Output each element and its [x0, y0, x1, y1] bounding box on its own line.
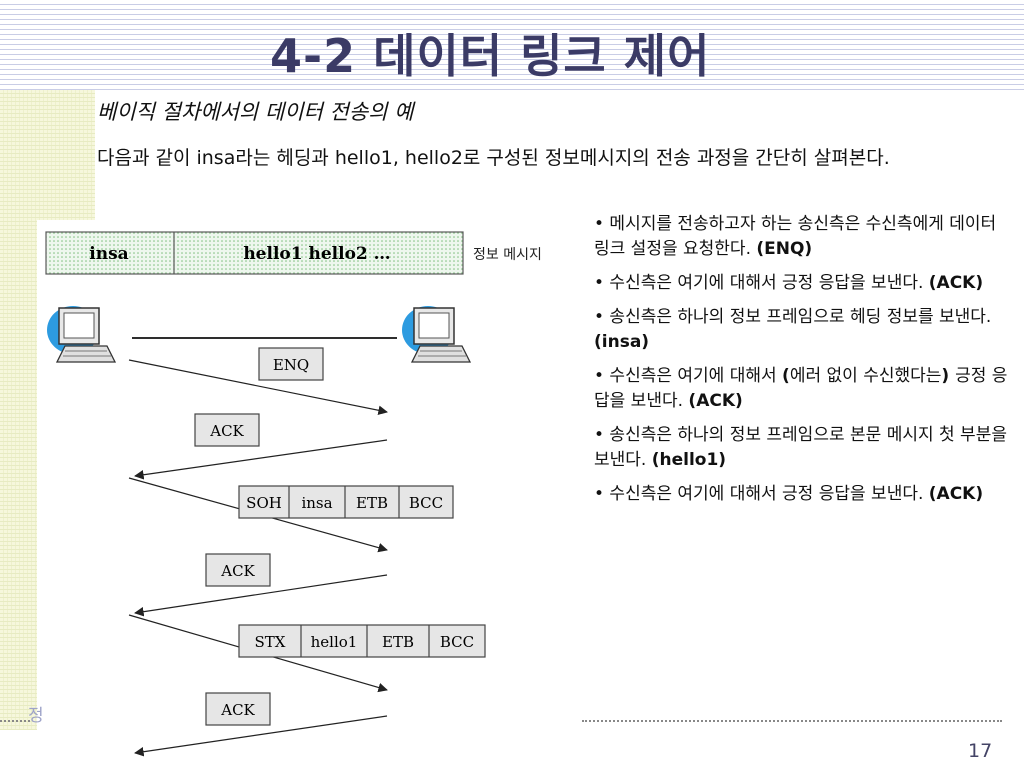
arrow-ack-1: [134, 439, 388, 480]
explanation-list: • 메시지를 전송하고자 하는 송신측은 수신측에게 데이터 링크 설정을 요청…: [594, 212, 1014, 516]
message-field-body: hello1 hello2 …: [243, 244, 390, 264]
svg-text:ACK: ACK: [220, 701, 255, 719]
bullet-6: • 수신측은 여기에 대해서 긍정 응답을 보낸다. (ACK): [594, 484, 984, 504]
frame1-bcc: BCC: [409, 494, 443, 512]
page-number: 17: [968, 740, 993, 762]
sender-computer-icon: [47, 306, 117, 363]
message-field-heading: insa: [89, 244, 128, 264]
message-label: 정보 메시지: [473, 247, 542, 263]
message-structure: insa hello1 hello2 … 정보 메시지: [45, 231, 542, 275]
frame1-soh: SOH: [246, 494, 282, 512]
receiver-computer-icon: [402, 306, 472, 363]
message-box: [45, 231, 464, 275]
bullet-4: • 수신측은 여기에 대해서 (에러 없이 수신했다는) 긍정 응답을 보낸다.…: [594, 366, 1008, 411]
slide-title: 4-2 데이터 링크 제어: [270, 29, 711, 83]
svg-text:ACK: ACK: [209, 422, 244, 440]
footer-divider: [582, 720, 1002, 722]
svg-text:ACK: ACK: [220, 562, 255, 580]
bullet-3: • 송신측은 하나의 정보 프레임으로 헤딩 정보를 보낸다. (insa): [594, 307, 992, 352]
transmission-diagram: insa hello1 hello2 … 정보 메시지: [37, 220, 577, 768]
bullet-1: • 메시지를 전송하고자 하는 송신측은 수신측에게 데이터 링크 설정을 요청…: [594, 214, 997, 259]
arrow-ack-2: [134, 574, 388, 617]
ack-box-1: ACK: [194, 413, 260, 447]
frame-body: STX hello1 ETB BCC: [238, 624, 486, 658]
footer-left-text: 정: [28, 706, 44, 726]
intro-paragraph: 다음과 같이 insa라는 헤딩과 hello1, hello2로 구성된 정보…: [97, 147, 890, 169]
header-stripes: [0, 0, 1024, 90]
frame2-text: hello1: [311, 633, 358, 651]
arrow-ack-3: [134, 715, 388, 757]
frame2-bcc: BCC: [440, 633, 474, 651]
bullet-2: • 수신측은 여기에 대해서 긍정 응답을 보낸다. (ACK): [594, 273, 984, 293]
bullet-5: • 송신측은 하나의 정보 프레임으로 본문 메시지 첫 부분을 보낸다. (h…: [594, 425, 1007, 470]
footer-divider-left: [0, 720, 30, 722]
frame-heading: SOH insa ETB BCC: [238, 485, 454, 519]
frame2-etb: ETB: [382, 633, 414, 651]
enq-box: ENQ: [258, 347, 324, 381]
ack-box-2: ACK: [205, 553, 271, 587]
ack-box-3: ACK: [205, 692, 271, 726]
frame1-etb: ETB: [356, 494, 388, 512]
frame2-stx: STX: [255, 633, 286, 651]
svg-text:ENQ: ENQ: [273, 356, 309, 374]
slide-subtitle: 베이직 절차에서의 데이터 전송의 예: [97, 100, 414, 124]
frame1-text: insa: [301, 494, 332, 512]
arrow-enq: [128, 359, 388, 415]
